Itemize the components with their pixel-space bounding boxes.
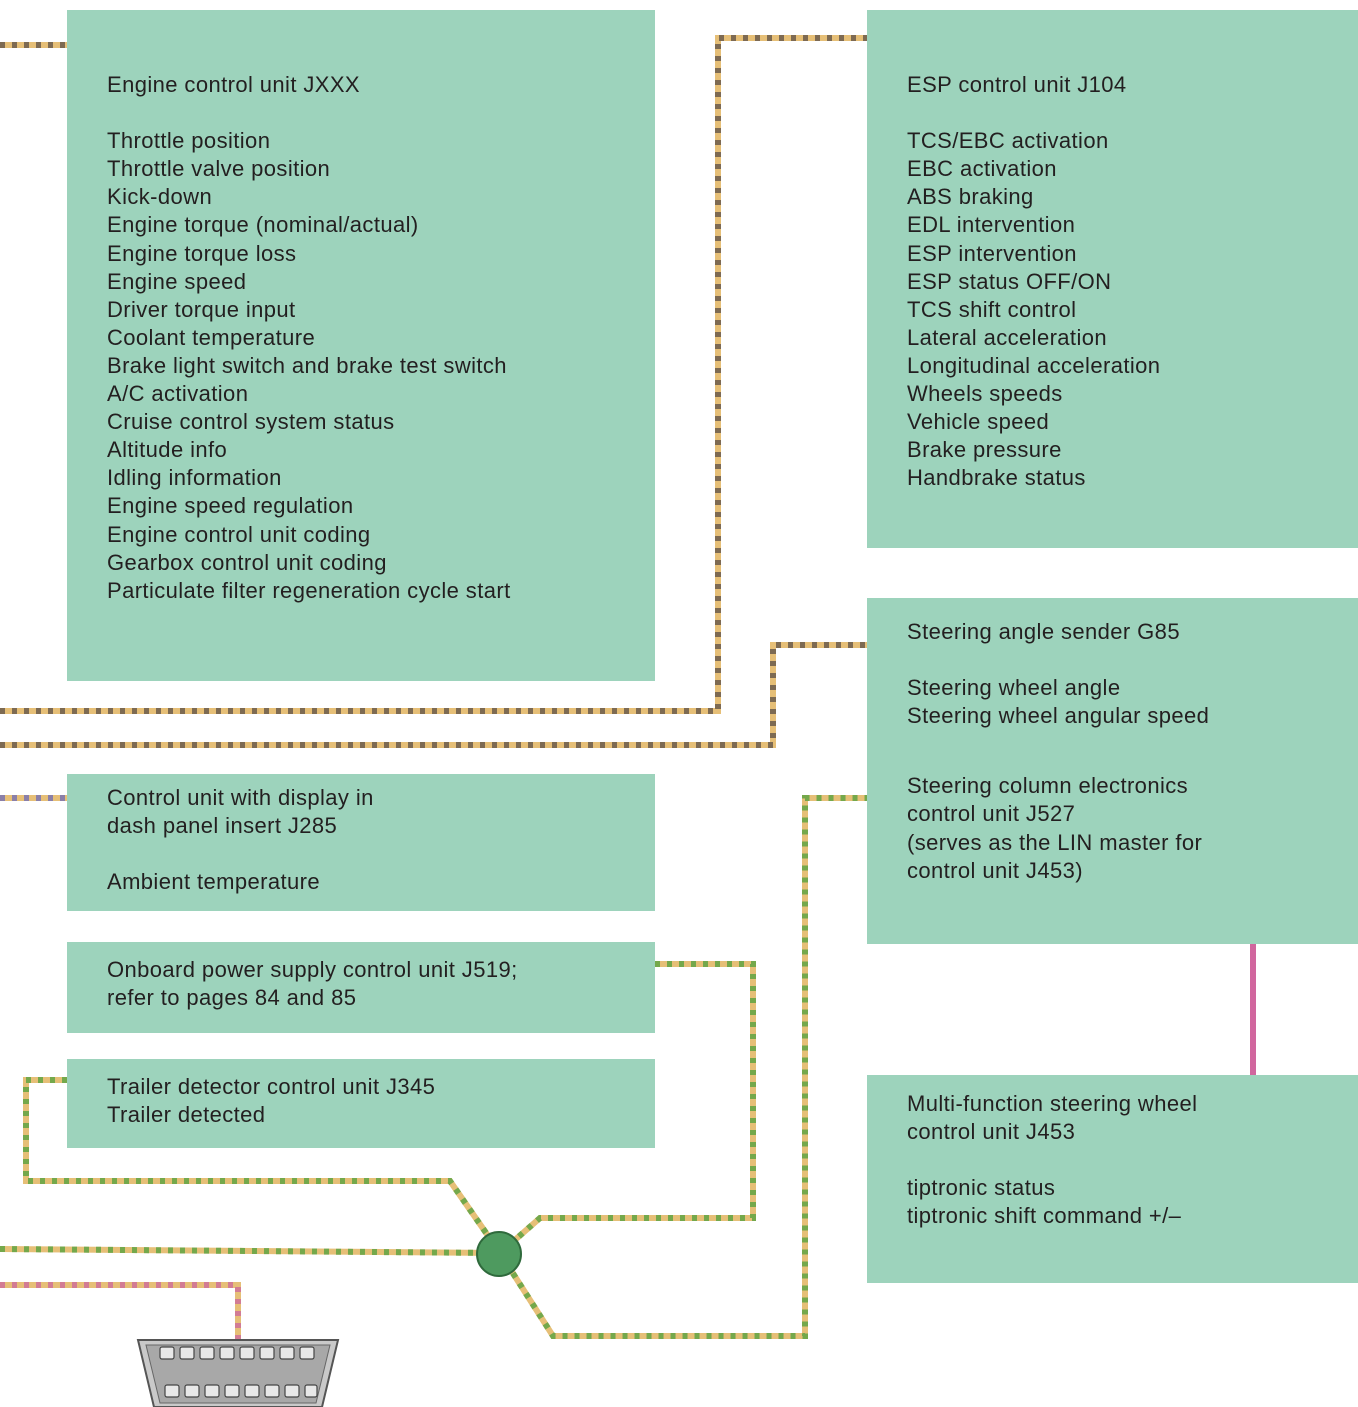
ecu-signal: Coolant temperature bbox=[107, 324, 316, 350]
esp-signal: Wheels speeds bbox=[907, 381, 1063, 407]
j519-label: Onboard power supply control unit J519; bbox=[107, 957, 518, 982]
ecu-signal: Engine speed bbox=[107, 268, 247, 294]
esp-signal: Handbrake status bbox=[907, 465, 1086, 491]
ecu-signal: Kick-down bbox=[107, 184, 213, 210]
can-wire-steering bbox=[0, 642, 867, 748]
ecu-signal: Throttle position bbox=[107, 128, 271, 154]
esp-signal-list: TCS/EBC activation EBC activation ABS br… bbox=[907, 127, 1358, 492]
esp-signal: TCS/EBC activation bbox=[907, 128, 1109, 154]
diagnosis-connector-icon bbox=[136, 1339, 340, 1407]
esp-signal: TCS shift control bbox=[907, 296, 1077, 322]
ecu-signal: Engine torque loss bbox=[107, 240, 297, 266]
esp-control-unit-box: ESP control unit J104 TCS/EBC activation… bbox=[867, 10, 1358, 548]
mfsw-title: Multi-function steering wheel bbox=[907, 1091, 1198, 1116]
steering-signal: Steering wheel angular speed bbox=[907, 703, 1210, 729]
engine-control-unit-box: Engine control unit JXXX Throttle positi… bbox=[67, 10, 655, 681]
dash-signal: Ambient temperature bbox=[107, 869, 321, 895]
esp-signal: Longitudinal acceleration bbox=[907, 352, 1161, 378]
can-wire-ecu bbox=[0, 35, 867, 714]
ecu-signal: Engine speed regulation bbox=[107, 493, 354, 519]
ecu-signal: Engine torque (nominal/actual) bbox=[107, 212, 419, 238]
multifunction-steering-wheel-box: Multi-function steering wheel control un… bbox=[867, 1075, 1358, 1283]
mfsw-signal: tiptronic status bbox=[907, 1175, 1056, 1201]
ecu-signal: Brake light switch and brake test switch bbox=[107, 352, 507, 378]
onboard-power-supply-box: Onboard power supply control unit J519; … bbox=[67, 942, 655, 1033]
steering-column-unit-label: Steering column electronics control unit… bbox=[907, 773, 1203, 883]
ecu-signal: Throttle valve position bbox=[107, 156, 331, 182]
esp-signal: ABS braking bbox=[907, 184, 1034, 210]
j345-label: Trailer detector control unit J345 bbox=[107, 1074, 436, 1099]
ecu-signal: Engine control unit coding bbox=[107, 521, 371, 547]
ecu-signal: Driver torque input bbox=[107, 296, 296, 322]
trailer-detector-box: Trailer detector control unit J345 Trail… bbox=[67, 1059, 655, 1148]
ecu-signal: A/C activation bbox=[107, 381, 249, 407]
mfsw-title: control unit J453 bbox=[907, 1119, 1076, 1145]
esp-signal: ESP status OFF/ON bbox=[907, 268, 1112, 294]
j519-reference: refer to pages 84 and 85 bbox=[107, 985, 357, 1011]
gateway-node bbox=[476, 1231, 522, 1277]
ecu-signal: Cruise control system status bbox=[107, 409, 395, 435]
steering-angle-sender-box: Steering angle sender G85 Steering wheel… bbox=[867, 598, 1358, 944]
steering-sender-title: Steering angle sender G85 bbox=[907, 619, 1180, 644]
esp-signal: Brake pressure bbox=[907, 437, 1062, 463]
dash-panel-insert-box: Control unit with display in dash panel … bbox=[67, 774, 655, 911]
can-wire-green bbox=[0, 795, 867, 1339]
ecu-signal: Particulate filter regeneration cycle st… bbox=[107, 577, 511, 603]
esp-signal: Lateral acceleration bbox=[907, 324, 1108, 350]
esp-signal: EBC activation bbox=[907, 156, 1057, 182]
ecu-signal-list: Throttle position Throttle valve positio… bbox=[107, 127, 655, 605]
ecu-title: Engine control unit JXXX bbox=[107, 72, 360, 97]
steering-signal: Steering wheel angle bbox=[907, 675, 1121, 701]
esp-signal: Vehicle speed bbox=[907, 409, 1050, 435]
dash-title: Control unit with display in bbox=[107, 785, 374, 810]
ecu-signal: Gearbox control unit coding bbox=[107, 549, 387, 575]
j345-signal: Trailer detected bbox=[107, 1102, 266, 1128]
esp-signal: EDL intervention bbox=[907, 212, 1076, 238]
ecu-signal: Idling information bbox=[107, 465, 282, 491]
diagnosis-wire bbox=[0, 1282, 241, 1340]
mfsw-signal: tiptronic shift command +/– bbox=[907, 1203, 1182, 1229]
esp-title: ESP control unit J104 bbox=[907, 72, 1127, 97]
esp-signal: ESP intervention bbox=[907, 240, 1077, 266]
dash-title: dash panel insert J285 bbox=[107, 813, 338, 839]
ecu-signal: Altitude info bbox=[107, 437, 228, 463]
